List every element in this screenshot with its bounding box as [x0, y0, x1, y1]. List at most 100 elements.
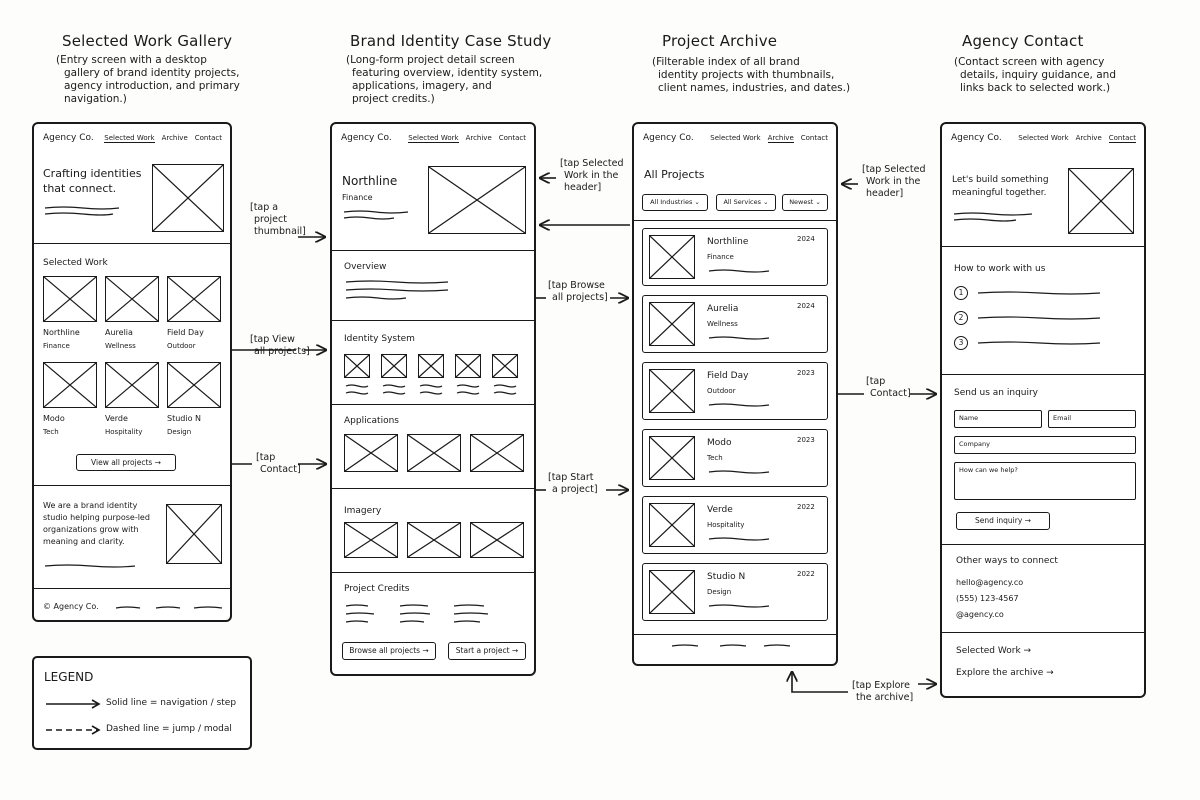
placeholder-x-icon: [650, 370, 694, 412]
placeholder-x-icon: [429, 167, 525, 233]
project-industry: Outdoor: [167, 342, 196, 350]
legend-solid-arrow-icon: [46, 699, 101, 709]
imagery-image: [470, 522, 524, 558]
step-description-squiggle: [977, 316, 1101, 320]
gallery-title: Selected Work Gallery: [62, 32, 233, 50]
nav-contact[interactable]: Contact: [498, 134, 526, 142]
project-thumbnail[interactable]: [105, 276, 159, 322]
divider: [34, 588, 230, 589]
overview-text-squiggle: [345, 280, 449, 300]
project-name: Verde: [105, 414, 128, 423]
nav-selected-work[interactable]: Selected Work: [710, 134, 761, 142]
message-textarea[interactable]: How can we help?: [954, 462, 1136, 500]
start-a-project-button[interactable]: Start a project →: [448, 642, 526, 660]
project-industry: Tech: [43, 428, 59, 436]
placeholder-x-icon: [650, 504, 694, 546]
contact-phone[interactable]: (555) 123-4567: [956, 594, 1019, 603]
placeholder-x-icon: [650, 303, 694, 345]
case-study-screen: Agency Co. Selected Work Archive Contact…: [330, 122, 536, 676]
about-image-placeholder: [166, 504, 222, 564]
nav-archive[interactable]: Archive: [767, 134, 794, 143]
project-summary-squiggle: [708, 269, 770, 273]
identity-swatch: [418, 354, 444, 378]
application-image: [407, 434, 461, 472]
project-industry: Design: [167, 428, 192, 436]
contact-social-handle[interactable]: @agency.co: [956, 610, 1004, 619]
nav-contact[interactable]: Contact: [194, 134, 222, 142]
company-field[interactable]: Company: [954, 436, 1136, 454]
nav-archive[interactable]: Archive: [1075, 134, 1102, 142]
nav-archive[interactable]: Archive: [161, 134, 188, 142]
project-thumbnail[interactable]: [167, 276, 221, 322]
project-thumbnail[interactable]: [167, 362, 221, 408]
project-thumbnail[interactable]: [43, 276, 97, 322]
nav-contact[interactable]: Contact: [800, 134, 828, 142]
name-field[interactable]: Name: [954, 410, 1042, 428]
view-all-projects-button[interactable]: View all projects →: [76, 454, 176, 471]
placeholder-x-icon: [44, 363, 96, 407]
about-text: We are a brand identity studio helping p…: [43, 501, 150, 546]
explore-archive-link[interactable]: Explore the archive →: [956, 668, 1054, 678]
brand-logo[interactable]: Agency Co.: [341, 133, 392, 143]
email-field[interactable]: Email: [1048, 410, 1136, 428]
header: Agency Co. Selected Work Archive Contact: [634, 124, 836, 152]
project-name: Field Day: [167, 328, 204, 337]
project-industry: Hospitality: [707, 521, 745, 529]
project-thumbnail: [649, 369, 695, 413]
placeholder-x-icon: [106, 277, 158, 321]
project-industry: Finance: [43, 342, 70, 350]
nav-selected-work[interactable]: Selected Work: [408, 134, 459, 143]
imagery-image: [407, 522, 461, 558]
project-name: Field Day: [707, 371, 749, 381]
industry-filter-dropdown[interactable]: All Industries ⌄: [642, 194, 708, 211]
project-thumbnail[interactable]: [43, 362, 97, 408]
brand-logo[interactable]: Agency Co.: [951, 133, 1002, 143]
project-name: Northline: [43, 328, 80, 337]
header: Agency Co. Selected Work Archive Contact: [332, 124, 534, 152]
applications-heading: Applications: [344, 416, 399, 426]
archive-title: Project Archive: [662, 32, 778, 50]
sort-dropdown[interactable]: Newest ⌄: [782, 194, 828, 211]
project-name: Northline: [342, 174, 398, 188]
contact-email[interactable]: hello@agency.co: [956, 578, 1024, 587]
legend-dashed-label: Dashed line = jump / modal: [106, 724, 232, 734]
placeholder-x-icon: [345, 523, 397, 557]
brand-logo[interactable]: Agency Co.: [643, 133, 694, 143]
placeholder-x-icon: [345, 435, 397, 471]
placeholder-x-icon: [419, 355, 443, 377]
legend-title: LEGEND: [44, 670, 94, 684]
nav-selected-work[interactable]: Selected Work: [1018, 134, 1069, 142]
credits-squiggle: [345, 604, 489, 623]
brand-logo[interactable]: Agency Co.: [43, 133, 94, 143]
divider: [942, 632, 1144, 633]
project-hero-image: [428, 166, 526, 234]
divider: [34, 485, 230, 486]
selected-work-link[interactable]: Selected Work →: [956, 646, 1032, 656]
send-inquiry-button[interactable]: Send inquiry →: [956, 512, 1050, 530]
primary-nav: Selected Work Archive Contact: [710, 134, 828, 143]
nav-archive[interactable]: Archive: [465, 134, 492, 142]
project-thumbnail[interactable]: [105, 362, 159, 408]
nav-contact[interactable]: Contact: [1108, 134, 1136, 143]
placeholder-x-icon: [650, 236, 694, 278]
step-description-squiggle: [977, 341, 1101, 345]
project-name: Modo: [43, 414, 65, 423]
project-name: Studio N: [167, 414, 202, 423]
contact-screen: Agency Co. Selected Work Archive Contact…: [940, 122, 1146, 698]
placeholder-x-icon: [493, 355, 517, 377]
browse-all-projects-button[interactable]: Browse all projects →: [342, 642, 436, 660]
swatch-caption-squiggle: [345, 391, 369, 395]
nav-selected-work[interactable]: Selected Work: [104, 134, 155, 143]
identity-swatch: [492, 354, 518, 378]
services-filter-dropdown[interactable]: All Services ⌄: [716, 194, 776, 211]
imagery-image: [344, 522, 398, 558]
